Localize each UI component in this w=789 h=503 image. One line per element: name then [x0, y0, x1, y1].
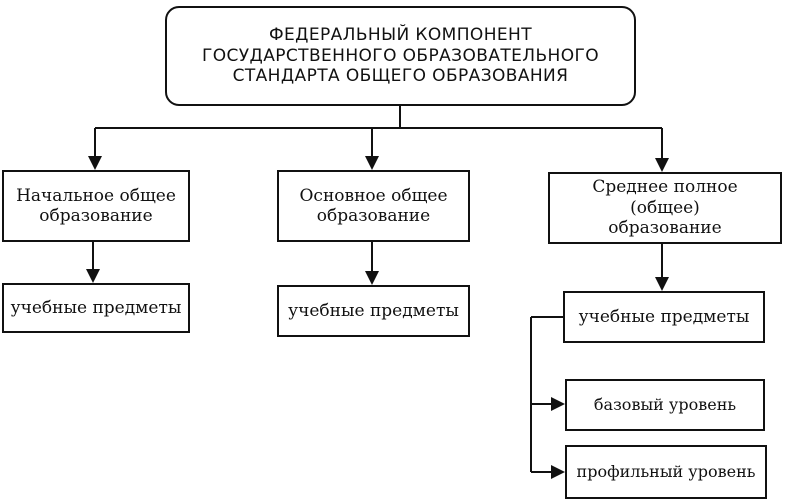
secondary-subjects-box: учебные предметы	[563, 291, 765, 343]
base-level-box: базовый уровень	[565, 379, 765, 431]
primary-education-box: Начальное общее образование	[2, 170, 190, 242]
primary-subjects-box: учебные предметы	[2, 283, 190, 333]
basic-education-box: Основное общее образование	[277, 170, 470, 242]
secondary-education-box: Среднее полное (общее) образование	[548, 172, 782, 244]
federal-component-title-box: ФЕДЕРАЛЬНЫЙ КОМПОНЕНТ ГОСУДАРСТВЕННОГО О…	[165, 6, 636, 106]
basic-subjects-box: учебные предметы	[277, 285, 470, 337]
profile-level-box: профильный уровень	[565, 445, 767, 499]
